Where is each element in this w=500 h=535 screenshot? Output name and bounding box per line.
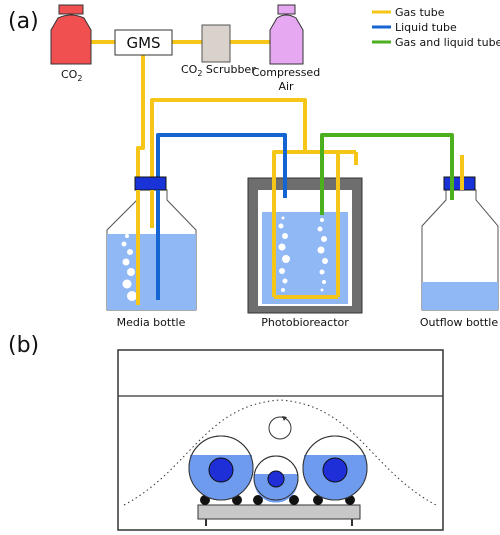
media-bottle-label: Media bottle <box>117 316 186 329</box>
gms-label: GMS <box>126 34 160 52</box>
co2-tank <box>50 4 92 65</box>
air-label-line1: Compressed <box>252 66 320 79</box>
scrubber-label: CO2 Scrubber <box>181 63 256 78</box>
panel-a-label: (a) <box>8 9 39 34</box>
media-bottle <box>106 176 197 311</box>
drum-center <box>253 455 299 503</box>
legend-mixed-label: Gas and liquid tube <box>395 36 500 49</box>
legend-gas-label: Gas tube <box>395 6 445 19</box>
outflow-bottle-cap <box>443 176 476 191</box>
legend-liquid-label: Liquid tube <box>395 21 457 34</box>
shaker-platform <box>197 504 361 520</box>
co2-scrubber <box>201 24 231 63</box>
air-label-line2: Air <box>278 80 294 93</box>
photobioreactor-label: Photobioreactor <box>261 316 349 329</box>
outflow-bottle-label: Outflow bottle <box>420 316 498 329</box>
media-bottle-cap <box>134 176 167 191</box>
gms-box <box>114 29 173 56</box>
photobioreactor <box>247 177 363 314</box>
shaker-incubator <box>117 349 444 531</box>
panel-b-label: (b) <box>8 333 39 358</box>
drum-left <box>188 435 254 501</box>
shaking-arc <box>123 399 437 506</box>
legend: Gas tube Liquid tube Gas and liquid tube <box>372 6 500 49</box>
drum-right <box>302 435 368 501</box>
rotation-icon <box>268 416 292 440</box>
outflow-bottle <box>421 176 499 311</box>
air-tank <box>269 4 304 65</box>
co2-label: CO2 <box>61 68 82 83</box>
incubator-frame <box>117 349 444 531</box>
